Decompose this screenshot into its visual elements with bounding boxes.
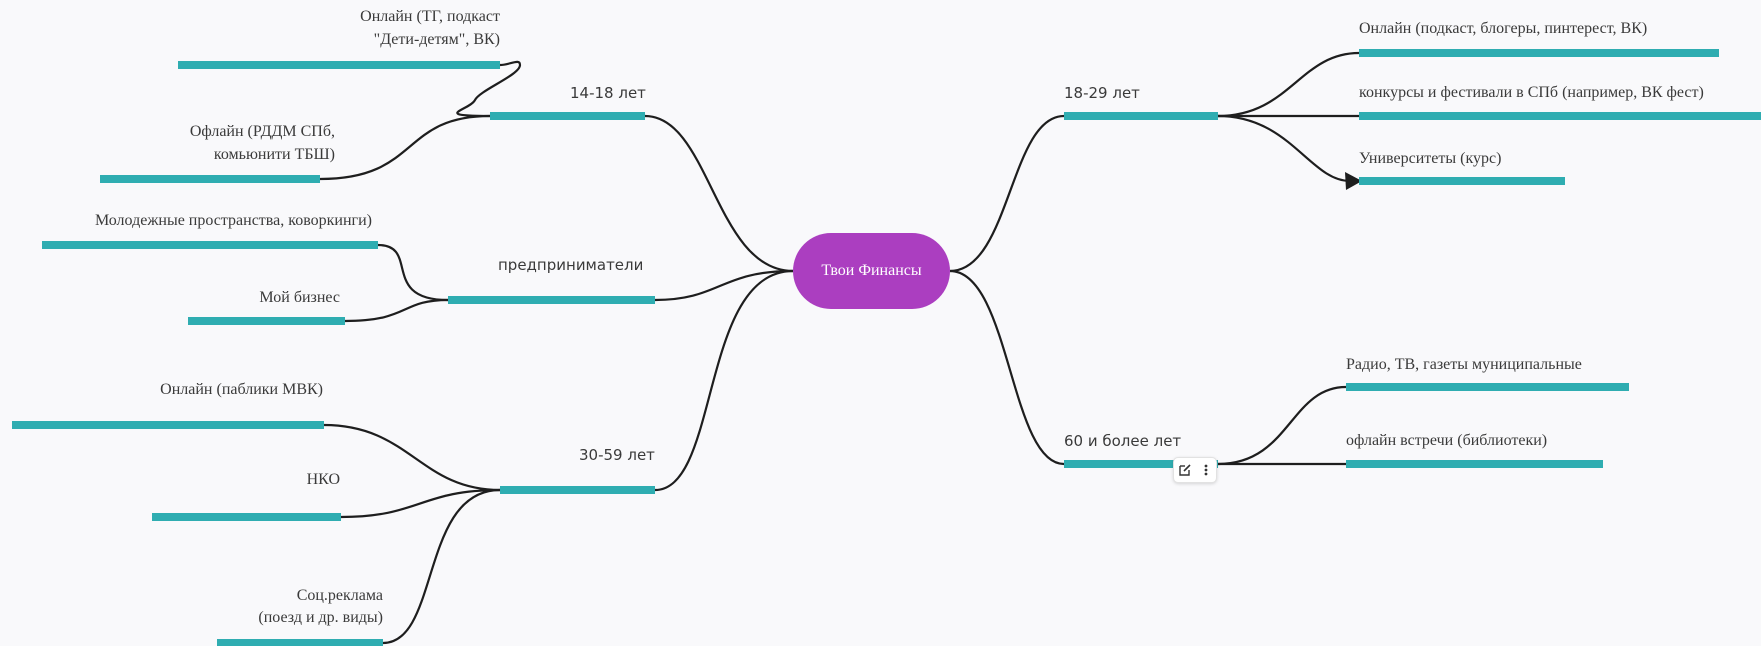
bar-contests[interactable] [1359, 112, 1761, 120]
topic-label-online-tg-line1[interactable]: Онлайн (ТГ, подкаст [360, 8, 500, 25]
topic-label-online-tg-line2[interactable]: "Дети-детям", ВК) [373, 31, 500, 48]
branch-label-18-29[interactable]: 18-29 лет [1064, 84, 1140, 102]
more-vertical-icon[interactable] [1198, 462, 1214, 478]
edge-30-59-nko [340, 488, 501, 519]
arrowhead-icon [1345, 172, 1362, 190]
edge-14-18-offline-rddm [319, 114, 491, 181]
topic-label-offline-rddm-line1[interactable]: Офлайн (РДДМ СПб, [189, 123, 335, 140]
edge-18-29-universities [1217, 114, 1351, 183]
edge-14-18-online-tg [456, 60, 522, 118]
bar-nko[interactable] [152, 513, 341, 521]
edge-root-30-59 [654, 269, 794, 492]
branch-label-entrepreneurs[interactable]: предприниматели [498, 256, 644, 274]
branch-label-30-59[interactable]: 30-59 лет [579, 446, 655, 464]
root-topic-label: Твои Финансы [821, 262, 922, 279]
bar-entrepreneurs[interactable] [448, 296, 655, 304]
root-topic[interactable]: Твои Финансы [793, 233, 950, 309]
bar-60-plus[interactable] [1064, 460, 1218, 468]
edges [319, 51, 1362, 645]
topic-label-radio-tv[interactable]: Радио, ТВ, газеты муниципальные [1346, 356, 1582, 373]
bar-universities[interactable] [1359, 177, 1565, 185]
edge-root-entrepreneurs [654, 269, 794, 302]
edit-icon[interactable] [1177, 462, 1193, 478]
topic-label-social-ads-line2[interactable]: (поезд и др. виды) [258, 609, 383, 626]
edge-30-59-online-mvk [323, 423, 501, 492]
topic-label-youth-spaces[interactable]: Молодежные пространства, коворкинги) [94, 212, 372, 229]
edge-root-60-plus [949, 269, 1065, 466]
topic-label-universities[interactable]: Университеты (курс) [1359, 150, 1502, 167]
edge-entrepreneurs-business [344, 298, 449, 323]
edge-18-29-online-podcast [1217, 51, 1360, 118]
topic-label-contests[interactable]: конкурсы и фестивали в СПб (например, ВК… [1359, 84, 1704, 101]
edge-root-14-18 [644, 114, 794, 273]
branch-label-60-plus[interactable]: 60 и более лет [1064, 432, 1182, 450]
bar-radio-tv[interactable] [1346, 383, 1629, 391]
edge-60-plus-radio-tv [1217, 385, 1347, 466]
topic-label-offline-meetings[interactable]: офлайн встречи (библиотеки) [1346, 432, 1548, 449]
topic-label-my-business[interactable]: Мой бизнес [259, 289, 340, 306]
edge-entrepreneurs-youth [377, 243, 449, 302]
bar-my-business[interactable] [188, 317, 345, 325]
bar-offline-rddm[interactable] [100, 175, 320, 183]
node-toolbar [1173, 457, 1217, 483]
bar-18-29[interactable] [1064, 112, 1218, 120]
topic-label-online-mvk[interactable]: Онлайн (паблики МВК) [160, 381, 323, 398]
branch-label-14-18[interactable]: 14-18 лет [570, 84, 646, 102]
bar-online-podcast[interactable] [1359, 49, 1719, 57]
bar-youth-spaces[interactable] [42, 241, 378, 249]
bar-offline-meetings[interactable] [1346, 460, 1603, 468]
bar-30-59[interactable] [500, 486, 655, 494]
topic-label-online-podcast[interactable]: Онлайн (подкаст, блогеры, пинтерест, ВК) [1359, 20, 1648, 37]
topic-label-offline-rddm-line2[interactable]: комьюнити ТБШ) [213, 146, 335, 163]
topic-label-social-ads-line1[interactable]: Соц.реклама [296, 587, 383, 604]
topic-bars [12, 49, 1761, 646]
bar-online-mvk[interactable] [12, 421, 324, 429]
edge-root-18-29 [949, 114, 1065, 273]
bar-social-ads[interactable] [217, 639, 383, 646]
topic-label-nko[interactable]: НКО [306, 471, 340, 488]
edge-30-59-social-ads [382, 488, 501, 645]
bar-online-tg[interactable] [178, 61, 500, 69]
bar-14-18[interactable] [490, 112, 645, 120]
